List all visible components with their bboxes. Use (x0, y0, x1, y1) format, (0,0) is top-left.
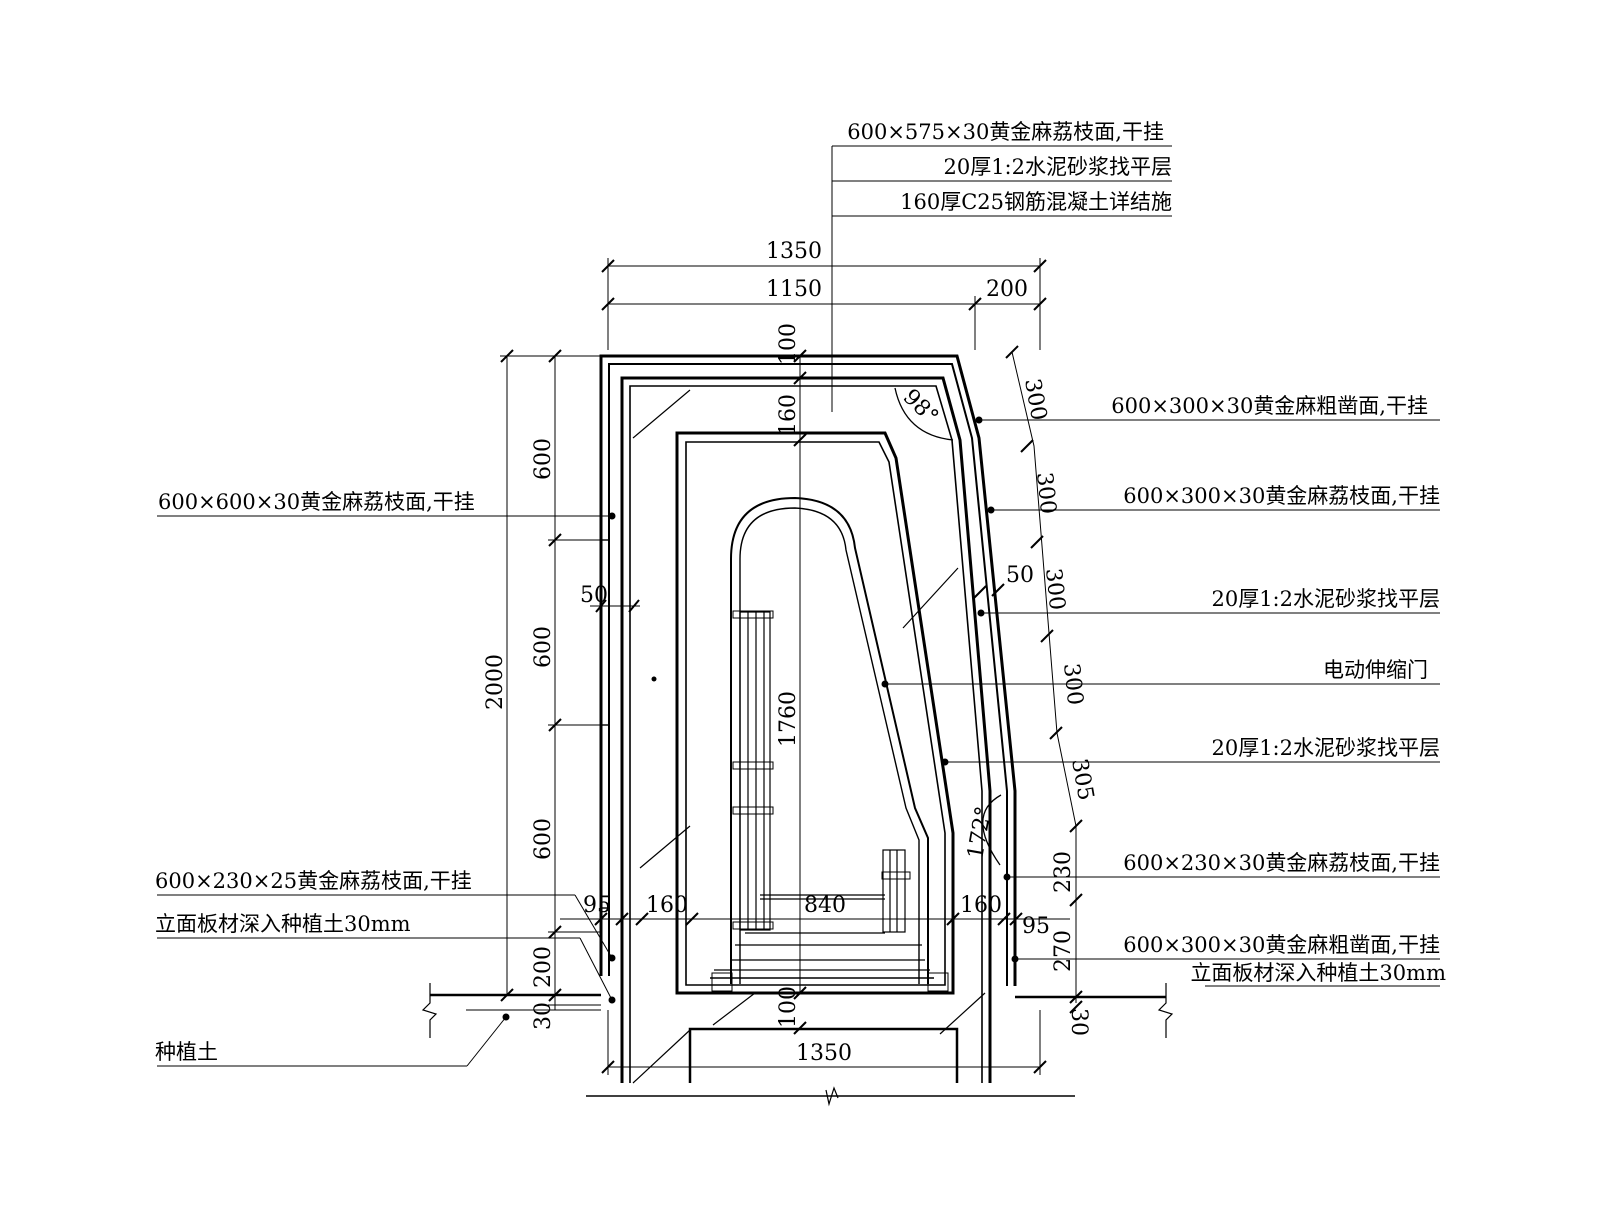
hatch-stroke (632, 389, 691, 439)
callout-top-1: 600×575×30黄金麻荔枝面,干挂 (847, 120, 1164, 144)
dim-base-left: 95 (583, 893, 611, 918)
callout-left-2: 600×230×25黄金麻荔枝面,干挂 (155, 869, 472, 893)
gate-frame-outer (730, 496, 929, 984)
hatch-stroke (639, 825, 691, 869)
callout-left-4: 种植土 (155, 1040, 218, 1064)
callout-right-3: 20厚1:2水泥砂浆找平层 (1211, 587, 1440, 611)
dim-base-right: 95 (1022, 914, 1050, 939)
callout-right-7: 600×300×30黄金麻粗凿面,干挂 (1123, 933, 1440, 957)
dim-gap-left: 50 (580, 583, 608, 608)
callout-left-3: 立面板材深入种植土30mm (155, 912, 411, 936)
dim-left-wall: 160 (646, 893, 688, 918)
callout-right-1: 600×300×30黄金麻粗凿面,干挂 (1111, 394, 1428, 418)
right-dimensions: 300 300 300 300 305 230 270 30 50 (973, 345, 1098, 1036)
left-dimensions: 2000 600 600 600 200 30 50 (483, 349, 640, 1030)
callout-right-4: 电动伸缩门 (1323, 658, 1428, 682)
dim-seg-1: 600 (531, 438, 556, 480)
inner-opening (675, 431, 955, 995)
callout-top-3: 160厚C25钢筋混凝土详结施 (900, 190, 1172, 214)
leaders (157, 145, 1440, 1067)
dim-base-slab: 100 (776, 986, 801, 1028)
break-right (1157, 983, 1174, 1038)
dim-side-width: 200 (986, 277, 1028, 302)
dim-right-6: 230 (1051, 851, 1076, 893)
callout-left-1: 600×600×30黄金麻荔枝面,干挂 (158, 490, 475, 514)
dim-total-width: 1350 (766, 239, 822, 264)
concrete-wall-outer-2 (629, 385, 983, 1083)
callout-right-2: 600×300×30黄金麻荔枝面,干挂 (1123, 484, 1440, 508)
marker-dot (651, 676, 657, 682)
callout-right-5: 20厚1:2水泥砂浆找平层 (1211, 736, 1440, 760)
gate-frame-inner (739, 507, 920, 984)
outer-skin (599, 354, 1017, 986)
hatch-stroke (632, 1029, 691, 1084)
dim-right-7: 270 (1051, 930, 1076, 972)
gate-panel (739, 611, 771, 931)
dim-seg-5: 30 (531, 1002, 556, 1030)
angle-arc-bottom (982, 794, 1002, 866)
hatch-stroke (902, 567, 959, 629)
concrete-wall-outer (620, 376, 992, 1083)
callout-right-8: 立面板材深入种植土30mm (1190, 961, 1446, 985)
break-left (421, 983, 438, 1038)
callout-labels: 600×575×30黄金麻荔枝面,干挂 20厚1:2水泥砂浆找平层 160厚C2… (155, 120, 1446, 1064)
angle-arc-top (894, 387, 954, 441)
dim-right-5: 305 (1066, 757, 1098, 803)
hatch-stroke (712, 992, 756, 1026)
dim-top-wall: 160 (776, 394, 801, 436)
retractable-gate (651, 496, 949, 992)
dim-right-1: 300 (1019, 377, 1051, 423)
dim-right-wall: 160 (960, 893, 1002, 918)
dim-gap-right: 50 (1006, 563, 1034, 588)
angle-top-label: 98° (898, 385, 943, 430)
dim-inner-height: 1760 (776, 691, 801, 747)
inner-dimensions: 100 160 1760 100 95 160 840 160 95 1350 (560, 323, 1070, 1075)
dim-seg-2: 600 (531, 626, 556, 668)
dim-bottom-width: 1350 (796, 1041, 852, 1066)
dim-seg-3: 600 (531, 818, 556, 860)
dim-seg-4: 200 (531, 946, 556, 988)
outer-skin-inner (608, 363, 1008, 986)
hatch-stroke (939, 992, 986, 1035)
dim-right-2: 300 (1031, 471, 1060, 515)
callout-right-6: 600×230×30黄金麻荔枝面,干挂 (1123, 851, 1440, 875)
dim-top-slab: 100 (776, 323, 801, 365)
dim-right-8: 30 (1066, 1008, 1091, 1036)
callout-top-2: 20厚1:2水泥砂浆找平层 (943, 155, 1172, 179)
inner-opening-2 (685, 441, 946, 986)
gate-bolts (711, 610, 949, 992)
dim-main-width: 1150 (766, 277, 822, 302)
break-bottom (825, 1086, 839, 1107)
top-dimensions: 1350 1150 200 (601, 239, 1047, 350)
dim-overall-height: 2000 (483, 654, 508, 710)
dim-opening-width: 840 (804, 893, 846, 918)
structure (421, 354, 1174, 1107)
base-block (688, 1027, 959, 1083)
gate-panel (882, 849, 906, 933)
dim-right-3: 300 (1040, 567, 1069, 611)
